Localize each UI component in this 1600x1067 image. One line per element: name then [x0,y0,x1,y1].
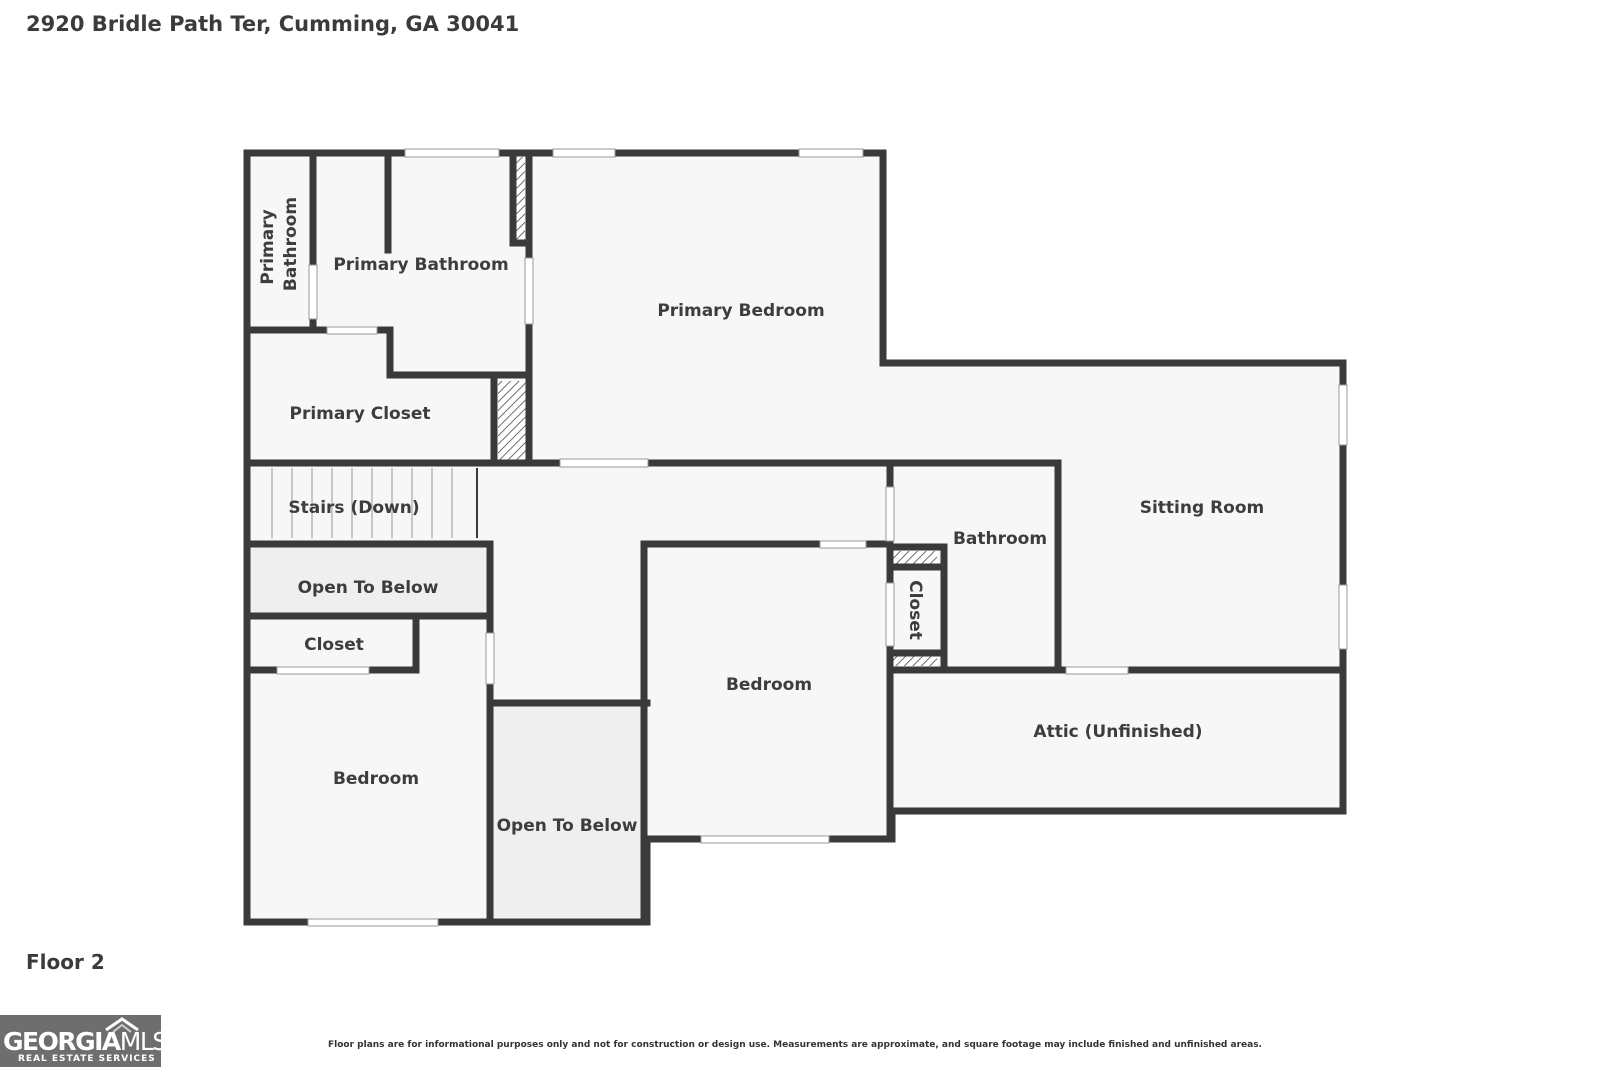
chase-hatch-2 [498,381,526,460]
chase-hatch-1 [516,157,525,241]
room-label-bedroom-center: Bedroom [726,675,812,695]
floor-label: Floor 2 [26,950,105,974]
georgia-mls-logo: GEORGIAMLS REAL ESTATE SERVICES [0,1015,168,1067]
logo-main-text: GEORGIAMLS [3,1027,168,1056]
stairs-treads [271,468,453,538]
room-label-primary-closet: Primary Closet [290,404,431,424]
roof-icon [105,1017,139,1033]
room-label-sitting-room: Sitting Room [1140,498,1265,518]
room-label-closet-left: Closet [304,635,364,655]
room-label-closet-small: Closet [905,580,925,640]
property-address: 2920 Bridle Path Ter, Cumming, GA 30041 [26,12,520,36]
room-label-stairs: Stairs (Down) [288,498,419,518]
open-to-below-1-area [250,547,488,613]
room-label-primary-bathroom: Primary Bathroom [333,255,508,275]
room-label-primary-bathroom-small: Primary Bathroom [258,197,301,291]
room-label-primary-bedroom: Primary Bedroom [657,301,824,321]
chase-hatch-4 [893,656,937,666]
room-label-bathroom: Bathroom [953,529,1047,549]
room-label-open-to-below-2: Open To Below [497,816,638,836]
openings [276,148,1348,927]
open-to-below-2-area [492,703,644,917]
room-label-open-to-below-1: Open To Below [298,578,439,598]
logo-sub-text: REAL ESTATE SERVICES [18,1054,156,1064]
disclaimer: Floor plans are for informational purpos… [328,1040,1262,1050]
room-label-bedroom-left: Bedroom [333,769,419,789]
chase-hatch-3 [893,551,937,564]
room-label-attic: Attic (Unfinished) [1033,722,1202,742]
